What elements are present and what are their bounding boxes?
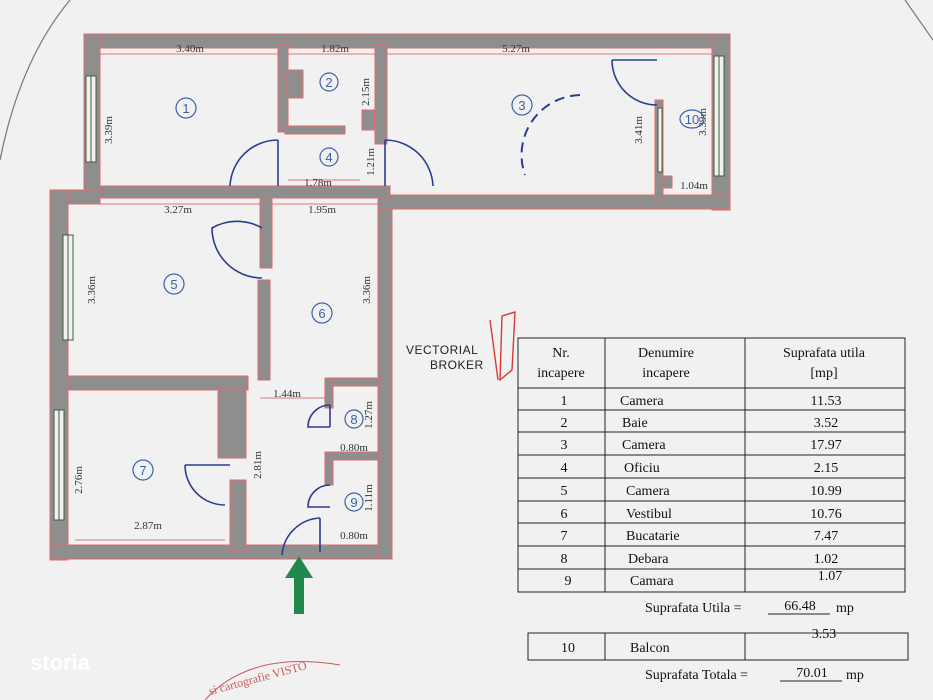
- room-number: 5: [170, 277, 177, 292]
- row-nr: 1: [561, 394, 568, 409]
- room-number: 6: [318, 306, 325, 321]
- row-name: Oficiu: [624, 461, 660, 476]
- row-name: Camara: [630, 574, 674, 589]
- row-name: Camera: [626, 484, 670, 499]
- paper-edge: [0, 0, 71, 161]
- row-area: 2.15: [814, 461, 839, 476]
- row-nr: 7: [561, 529, 568, 544]
- useful-area-unit: mp: [836, 601, 854, 616]
- room-number: 1: [182, 101, 189, 116]
- row-name: Bucatarie: [626, 529, 680, 544]
- dim-label: 2.15m: [360, 78, 372, 106]
- dim-label: 1.82m: [321, 43, 349, 55]
- room-number: 4: [325, 150, 332, 165]
- row-nr: 3: [561, 438, 568, 453]
- logo-line1: VECTORIAL: [406, 343, 478, 357]
- dim-label: 1.11m: [363, 484, 375, 512]
- vectorial-broker-logo: VECTORIAL BROKER: [406, 311, 516, 382]
- storia-watermark: storia: [30, 650, 91, 675]
- row-name: Debara: [628, 552, 669, 567]
- header-name-1: Denumire: [638, 346, 694, 361]
- dim-label: 2.81m: [252, 451, 264, 479]
- row-nr: 4: [561, 461, 568, 476]
- room-3-sketch: [520, 94, 581, 176]
- dim-label: 3.41m: [633, 116, 645, 144]
- dim-label: 0.80m: [340, 442, 368, 454]
- row-area: 1.07: [818, 569, 843, 584]
- dim-label: 3.40m: [176, 43, 204, 55]
- dim-label: 2.87m: [134, 520, 162, 532]
- dim-label: 1.04m: [680, 180, 708, 192]
- room-number: 7: [139, 463, 146, 478]
- room-table: Nr. incapere Denumire incapere Suprafata…: [517, 337, 909, 683]
- dimension-labels: 3.40m 1.82m 5.27m 3.39m 2.15m 3.41m 3.39…: [73, 43, 709, 542]
- dimension-lines: [75, 53, 712, 541]
- row-name: Vestibul: [626, 507, 672, 522]
- stamp-text: si cartografie VISTO: [207, 658, 308, 698]
- header-nr-2: incapere: [537, 366, 584, 381]
- room-number: 8: [350, 412, 357, 427]
- row-nr: 9: [565, 574, 572, 589]
- header-name-2: incapere: [642, 366, 689, 381]
- table-rows: 1 Camera 11.53 2 Baie 3.52 3 Camera 17.9…: [561, 394, 843, 589]
- row-nr: 2: [561, 416, 568, 431]
- room-number: 3: [518, 98, 525, 113]
- dim-label: 1.44m: [273, 388, 301, 400]
- doors: [184, 59, 658, 556]
- room-number: 2: [325, 75, 332, 90]
- useful-area-label: Suprafata Utila =: [645, 601, 742, 616]
- paper-edge-right: [904, 0, 933, 41]
- balcony-nr: 10: [561, 641, 575, 656]
- walls: [49, 33, 731, 561]
- dim-label: 3.36m: [361, 276, 373, 304]
- entrance-arrow-icon: [285, 556, 313, 614]
- windows: [53, 55, 725, 521]
- dim-label: 1.95m: [308, 204, 336, 216]
- dim-label: 1.21m: [365, 148, 377, 176]
- balcony-name: Balcon: [630, 641, 670, 656]
- dim-label: 5.27m: [502, 43, 530, 55]
- row-area: 11.53: [811, 394, 842, 409]
- row-area: 7.47: [814, 529, 839, 544]
- header-area-2: [mp]: [810, 366, 837, 381]
- header-area-1: Suprafata utila: [783, 346, 866, 361]
- logo-line2: BROKER: [430, 358, 484, 372]
- useful-area-value: 66.48: [784, 599, 816, 614]
- room-numbers: [132, 72, 705, 512]
- row-area: 1.02: [814, 552, 839, 567]
- row-area: 10.99: [810, 484, 842, 499]
- dim-label: 3.27m: [164, 204, 192, 216]
- room-number: 9: [350, 495, 357, 510]
- row-nr: 6: [561, 507, 568, 522]
- row-name: Baie: [622, 416, 648, 431]
- total-area-value: 70.01: [796, 666, 828, 681]
- stamp: si cartografie VISTO: [204, 658, 341, 700]
- room-number: 10: [685, 112, 699, 127]
- dim-label: 0.80m: [340, 530, 368, 542]
- dim-label: 1.78m: [304, 177, 332, 189]
- dim-label: 3.39m: [103, 116, 115, 144]
- dim-label: 3.36m: [86, 276, 98, 304]
- balcony-area: 3.53: [812, 627, 837, 642]
- row-area: 17.97: [810, 438, 842, 453]
- dim-label: 2.76m: [73, 466, 85, 494]
- row-name: Camera: [622, 438, 666, 453]
- row-area: 10.76: [810, 507, 842, 522]
- total-area-unit: mp: [846, 668, 864, 683]
- row-area: 3.52: [814, 416, 839, 431]
- row-name: Camera: [620, 394, 664, 409]
- total-area-label: Suprafata Totala =: [645, 668, 748, 683]
- room-number-labels: 1 2 3 4 5 6 7 8 9 10: [139, 75, 699, 510]
- row-nr: 5: [561, 484, 568, 499]
- dim-label: 1.27m: [363, 401, 375, 429]
- row-nr: 8: [561, 552, 568, 567]
- header-nr-1: Nr.: [552, 346, 570, 361]
